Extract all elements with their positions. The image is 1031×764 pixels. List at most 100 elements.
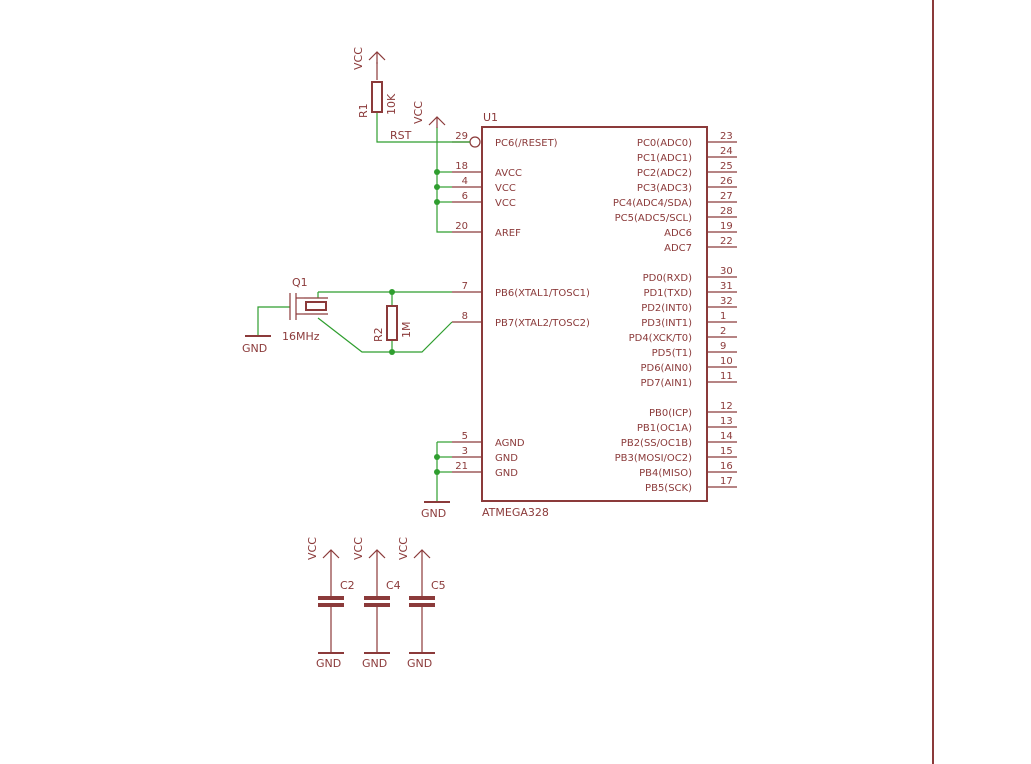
ic-value: ATMEGA328 bbox=[482, 506, 549, 519]
pin-label: ADC7 bbox=[664, 243, 692, 254]
gnd-symbol-crystal: GND bbox=[242, 335, 271, 355]
pin-label: AREF bbox=[495, 228, 521, 239]
pin-number: 5 bbox=[462, 431, 468, 442]
pin-number: 26 bbox=[720, 176, 733, 187]
pin-label: PB3(MOSI/OC2) bbox=[615, 453, 693, 464]
vcc-label: VCC bbox=[306, 537, 319, 560]
pin-label: PC5(ADC5/SCL) bbox=[615, 213, 692, 224]
pin-label: PD3(INT1) bbox=[641, 318, 692, 329]
nets bbox=[257, 112, 470, 502]
net-label-rst: RST bbox=[390, 129, 412, 142]
cap-name: C5 bbox=[431, 579, 446, 592]
pin-number: 10 bbox=[720, 356, 733, 367]
resistor-r1[interactable]: R1 10K bbox=[357, 62, 398, 118]
cap-name: C2 bbox=[340, 579, 355, 592]
r2-name: R2 bbox=[372, 327, 385, 342]
pin-number: 23 bbox=[720, 131, 733, 142]
gnd-label: GND bbox=[362, 657, 387, 670]
resistor-r2[interactable]: R2 1M bbox=[372, 305, 413, 342]
q1-name: Q1 bbox=[292, 276, 308, 289]
pin-number: 22 bbox=[720, 236, 733, 247]
reset-bubble bbox=[469, 136, 481, 148]
pin-number: 4 bbox=[462, 176, 468, 187]
pin-label: PB4(MISO) bbox=[639, 468, 692, 479]
vcc-label: VCC bbox=[352, 47, 365, 70]
crystal-q1[interactable]: Q1 16MHz bbox=[282, 276, 328, 343]
pin-number: 8 bbox=[462, 311, 468, 322]
pin-number: 24 bbox=[720, 146, 733, 157]
pin-label: PC0(ADC0) bbox=[637, 138, 692, 149]
pin-label: PD7(AIN1) bbox=[640, 378, 692, 389]
pin-number: 16 bbox=[720, 461, 733, 472]
r1-name: R1 bbox=[357, 103, 370, 118]
pin-number: 32 bbox=[720, 296, 733, 307]
pin-label: VCC bbox=[495, 183, 516, 194]
net-rst bbox=[376, 112, 470, 143]
pin-label: PD4(XCK/T0) bbox=[629, 333, 692, 344]
pin-number: 28 bbox=[720, 206, 733, 217]
pin-label: PB2(SS/OC1B) bbox=[621, 438, 692, 449]
pin-label: PD5(T1) bbox=[652, 348, 692, 359]
pin-number: 7 bbox=[462, 281, 468, 292]
gnd-label: GND bbox=[242, 342, 267, 355]
cap-name: C4 bbox=[386, 579, 401, 592]
pin-label: PD6(AIN0) bbox=[640, 363, 692, 374]
gnd-label: GND bbox=[421, 507, 446, 520]
pin-label: PC1(ADC1) bbox=[637, 153, 692, 164]
gnd-label: GND bbox=[407, 657, 432, 670]
capacitor-c5[interactable]: VCC GND C5 bbox=[397, 537, 446, 670]
pin-number: 29 bbox=[455, 131, 468, 142]
net-vcc bbox=[436, 127, 452, 233]
pin-number: 31 bbox=[720, 281, 733, 292]
pin-label: PC6(/RESET) bbox=[495, 138, 558, 149]
vcc-label: VCC bbox=[352, 537, 365, 560]
ic-u1[interactable]: U1 ATMEGA328 29PC6(/RESET)18AVCC4VCC6VCC… bbox=[452, 111, 737, 519]
pin-label: AVCC bbox=[495, 168, 522, 179]
pin-number: 18 bbox=[455, 161, 468, 172]
r2-value: 1M bbox=[400, 322, 413, 339]
vcc-label: VCC bbox=[397, 537, 410, 560]
ic-body bbox=[481, 126, 708, 502]
pin-number: 2 bbox=[720, 326, 726, 337]
pin-label: PD2(INT0) bbox=[641, 303, 692, 314]
ic-right-pins: 23PC0(ADC0)24PC1(ADC1)25PC2(ADC2)26PC3(A… bbox=[613, 131, 737, 494]
pin-number: 19 bbox=[720, 221, 733, 232]
capacitor-c4[interactable]: VCC GND C4 bbox=[352, 537, 401, 670]
pin-number: 15 bbox=[720, 446, 733, 457]
vcc-label: VCC bbox=[412, 101, 425, 124]
pin-number: 14 bbox=[720, 431, 733, 442]
